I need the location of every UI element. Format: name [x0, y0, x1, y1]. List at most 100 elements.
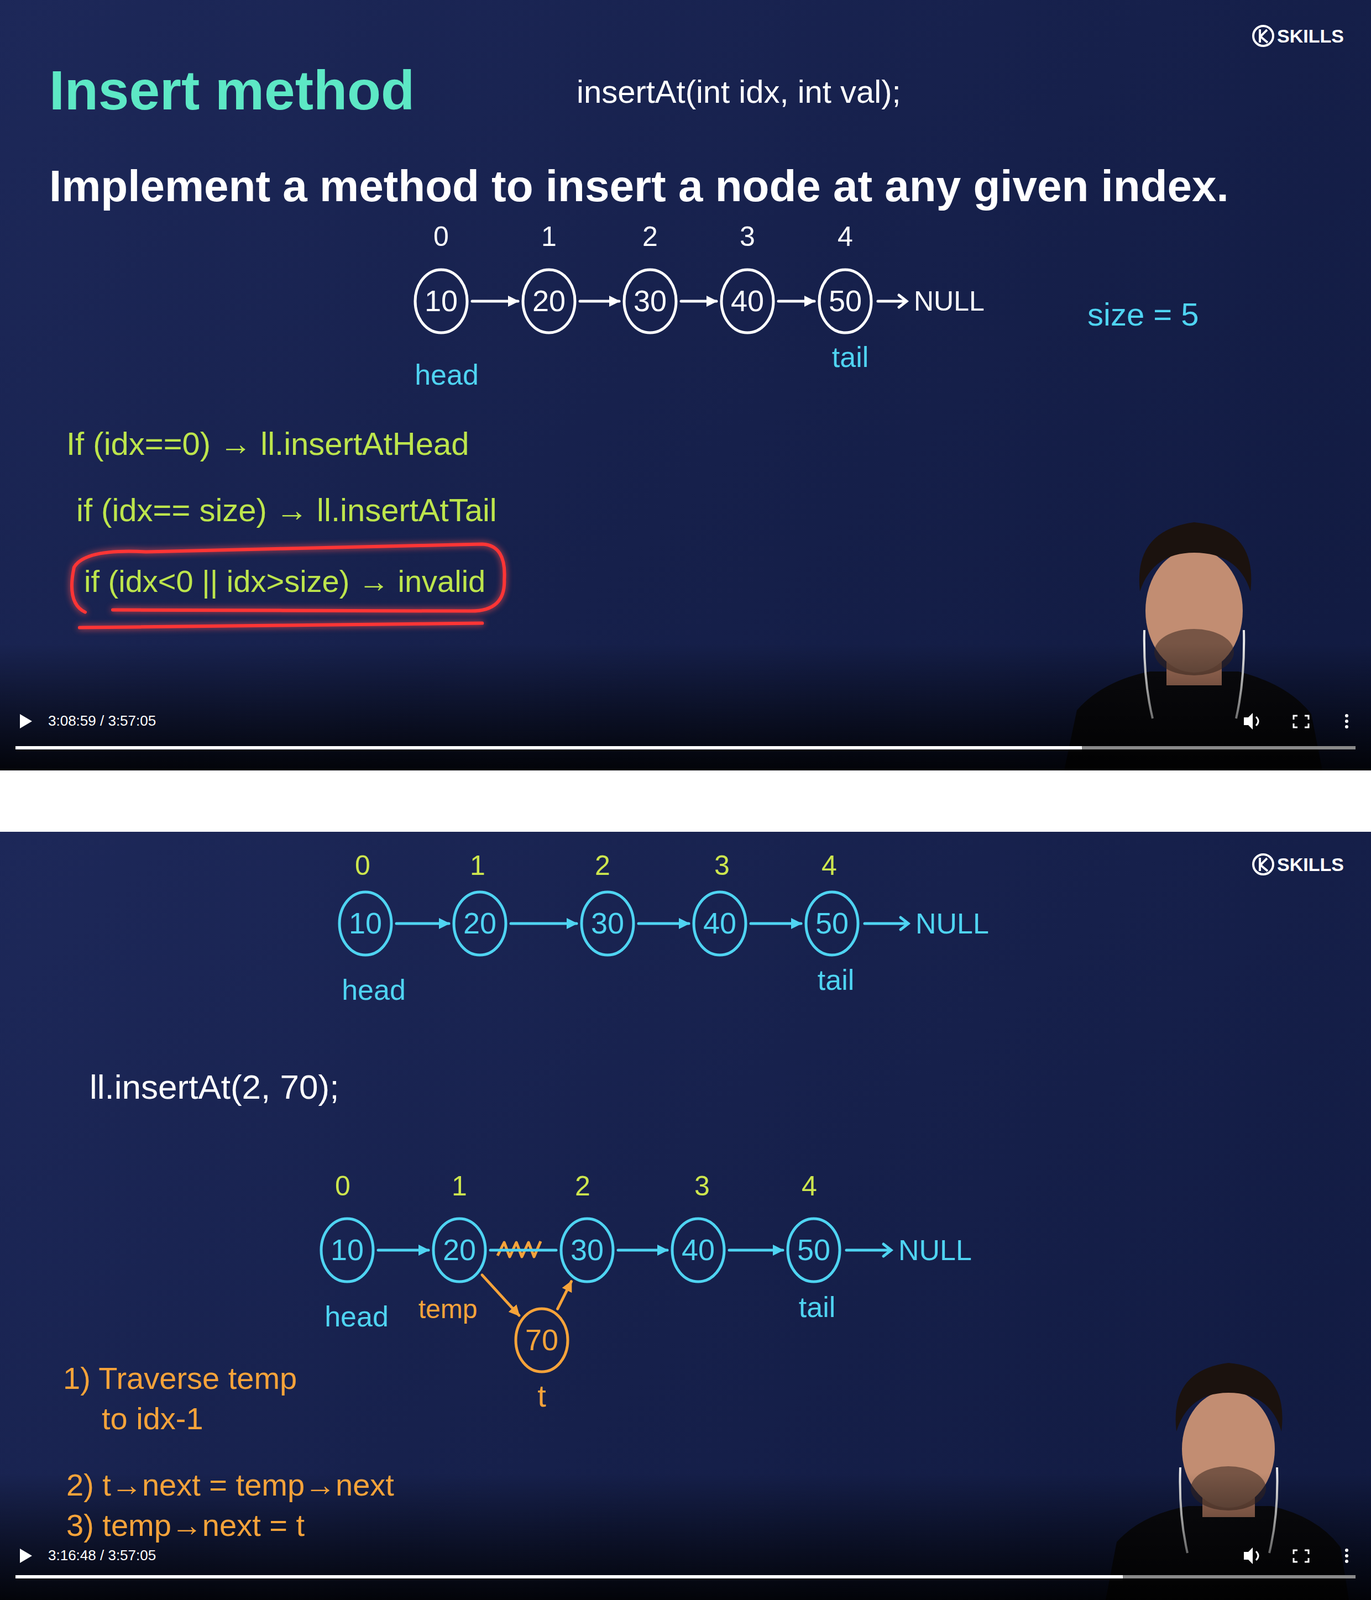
note-text: insertAt(int idx, int val);	[576, 72, 902, 112]
node-value: 20	[532, 284, 566, 318]
list-node: 30	[622, 268, 678, 335]
node-value: 50	[828, 284, 862, 318]
node-circle	[787, 1218, 840, 1282]
node-value: 10	[424, 284, 458, 318]
list-node: 20	[521, 268, 577, 335]
pointer-arrow	[579, 300, 620, 303]
list-node: 10	[413, 268, 469, 335]
node-value: 40	[703, 907, 737, 940]
node-value: 30	[590, 907, 625, 940]
note-text: tail	[831, 339, 869, 375]
note-text: head	[324, 1299, 389, 1334]
list-node: 10	[337, 890, 394, 957]
null-pointer-arrow	[846, 295, 909, 1257]
note-text: NULL	[913, 284, 985, 318]
note-text: 2) t→next = temp→next	[66, 1466, 395, 1504]
note-text: if (idx<0 || idx>size) → invalid	[84, 562, 486, 600]
pointer-arrow	[396, 922, 449, 926]
note-text: 4	[837, 220, 854, 254]
note-text: 0	[354, 849, 371, 883]
note-text: tail	[817, 963, 855, 998]
note-text: NULL	[898, 1233, 972, 1268]
note-text: 3	[739, 220, 756, 254]
slide-title: Insert method	[49, 56, 415, 124]
node-circle	[693, 892, 746, 956]
note-text: size = 5	[1087, 295, 1200, 334]
node-circle	[721, 269, 774, 333]
pointer-arrow	[729, 1249, 783, 1253]
node-circle	[522, 269, 575, 333]
pointer-arrow	[681, 300, 717, 303]
note-text: head	[341, 972, 406, 1008]
note-text: SKILLS	[1277, 853, 1344, 877]
pointer-arrow	[618, 1249, 668, 1253]
note-text: tail	[798, 1290, 836, 1325]
list-node: 30	[579, 890, 636, 957]
player-shade	[0, 643, 1371, 771]
node-circle	[561, 1218, 614, 1282]
node-circle	[433, 1218, 486, 1282]
note-text: head	[414, 357, 479, 392]
note-text: 4	[821, 849, 837, 883]
list-node: 50	[786, 1217, 842, 1284]
note-text: If (idx==0) → ll.insertAtHead	[66, 424, 470, 464]
node-value: 50	[797, 1233, 831, 1267]
list-node: 50	[804, 890, 860, 957]
pointer-arrow	[378, 1249, 429, 1253]
node-circle	[819, 269, 872, 333]
note-text: temp	[418, 1293, 478, 1326]
node-value: 30	[570, 1233, 604, 1267]
note-text: if (idx== size) → ll.insertAtTail	[76, 490, 497, 530]
progress-bar	[15, 746, 1356, 1579]
list-node: 40	[719, 268, 776, 335]
note-text: 2	[594, 849, 611, 883]
note-text: 1	[541, 220, 557, 254]
node-circle	[581, 892, 634, 956]
pointer-arrow	[510, 922, 577, 926]
pointer-arrow	[490, 1249, 557, 1253]
note-text: 3	[694, 1169, 710, 1203]
pointer-arrow	[750, 922, 802, 926]
note-text: 3	[714, 849, 730, 883]
note-text: 4	[801, 1169, 818, 1203]
note-text: 1	[469, 849, 486, 883]
note-text: t	[537, 1377, 547, 1415]
note-text: NULL	[915, 906, 989, 941]
node-value: 70	[525, 1324, 559, 1357]
node-circle	[339, 892, 392, 956]
node-circle	[453, 892, 506, 956]
pointer-arrow	[557, 1281, 572, 1310]
note-text: SKILLS	[1277, 24, 1344, 48]
pointer-arrow	[472, 300, 518, 303]
note-text: 0	[433, 220, 449, 254]
pointer-arrow	[638, 922, 689, 926]
list-node: 40	[670, 1217, 726, 1284]
node-value: 40	[730, 284, 765, 318]
node-value: 40	[681, 1233, 715, 1267]
node-value: 10	[348, 907, 383, 940]
list-node: 50	[817, 268, 873, 335]
play-icon	[19, 714, 33, 1564]
node-circle	[806, 892, 858, 956]
note-text: Implement a method to insert a node at a…	[49, 157, 1316, 216]
note-text: 3) temp→next = t	[66, 1506, 305, 1545]
note-text: 0	[335, 1169, 351, 1203]
note-text: ll.insertAt(2, 70);	[89, 1066, 339, 1108]
list-node: 20	[431, 1217, 488, 1284]
node-circle	[321, 1218, 374, 1282]
note-text: 2	[574, 1169, 591, 1203]
node-circle	[624, 269, 677, 333]
node-value: 20	[463, 907, 497, 940]
node-circle	[672, 1218, 725, 1282]
node-value: 30	[633, 284, 667, 318]
node-circle	[415, 269, 468, 333]
list-node: 70	[514, 1307, 570, 1374]
list-node: 40	[692, 890, 748, 957]
note-text: 2	[642, 220, 658, 254]
note-text: 1	[451, 1169, 468, 1203]
note-text: 1) Traverse temp to idx-1	[63, 1358, 318, 1440]
